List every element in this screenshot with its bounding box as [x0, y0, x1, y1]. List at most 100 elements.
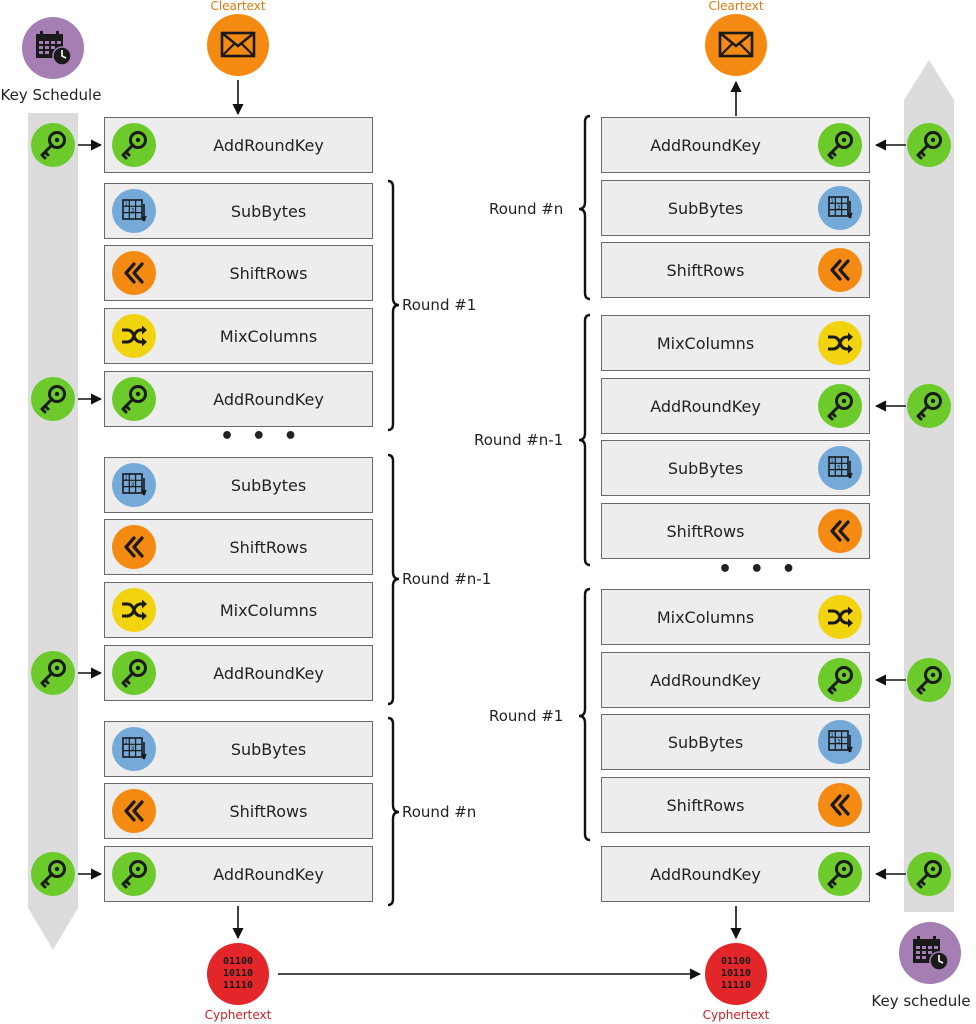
- binary-line: 11110: [222, 980, 254, 991]
- step-label: MixColumns: [656, 607, 755, 627]
- binary-line: 10110: [222, 968, 254, 979]
- decryption-ellipsis: • • •: [718, 557, 801, 582]
- double-chevron-left-icon: [112, 251, 156, 295]
- key-icon: [112, 123, 156, 167]
- key-icon: [31, 651, 75, 695]
- key-icon: [818, 852, 862, 896]
- dec-step-3: MixColumns: [601, 315, 870, 371]
- grid-icon: [818, 186, 862, 230]
- enc-step-6: ShiftRows: [104, 519, 373, 575]
- key-icon: [818, 658, 862, 702]
- shuffle-icon: [818, 321, 862, 365]
- enc-step-9: SubBytes: [104, 721, 373, 777]
- step-label: SubBytes: [667, 198, 744, 218]
- enc-step-1: SubBytes: [104, 183, 373, 239]
- dec-step-9: SubBytes: [601, 714, 870, 770]
- encryption-key-band: [28, 113, 78, 950]
- step-label: AddRoundKey: [650, 670, 761, 690]
- step-label: AddRoundKey: [650, 864, 761, 884]
- grid-icon: [112, 189, 156, 233]
- grid-icon: [818, 446, 862, 490]
- decryption-cleartext-envelope-icon: [705, 14, 767, 76]
- enc-step-10: ShiftRows: [104, 783, 373, 839]
- dec-step-7: MixColumns: [601, 589, 870, 645]
- double-chevron-left-icon: [818, 783, 862, 827]
- step-label: SubBytes: [230, 475, 307, 495]
- double-chevron-left-icon: [818, 509, 862, 553]
- step-label: AddRoundKey: [213, 663, 324, 683]
- enc-step-7: MixColumns: [104, 582, 373, 638]
- enc-step-11: AddRoundKey: [104, 846, 373, 902]
- grid-icon: [112, 727, 156, 771]
- dec-step-2: ShiftRows: [601, 242, 870, 298]
- double-chevron-left-icon: [112, 789, 156, 833]
- grid-icon: [818, 720, 862, 764]
- step-label: MixColumns: [219, 326, 318, 346]
- step-label: AddRoundKey: [650, 396, 761, 416]
- dec-step-10: ShiftRows: [601, 777, 870, 833]
- enc-step-3: MixColumns: [104, 308, 373, 364]
- shuffle-icon: [112, 588, 156, 632]
- step-label: ShiftRows: [666, 521, 745, 541]
- enc-round-label-2: Round #n-1: [402, 570, 492, 588]
- step-label: SubBytes: [230, 201, 307, 221]
- decryption-key-schedule-label: Key schedule: [871, 992, 971, 1010]
- key-icon: [31, 852, 75, 896]
- decryption-cyphertext-binary-icon: 01100 10110 11110: [705, 943, 767, 1005]
- key-icon: [112, 377, 156, 421]
- encryption-key-schedule-icon: [22, 17, 84, 79]
- enc-step-4: AddRoundKey: [104, 371, 373, 427]
- enc-step-2: ShiftRows: [104, 245, 373, 301]
- key-icon: [31, 377, 75, 421]
- binary-line: 11110: [720, 980, 752, 991]
- dec-step-6: ShiftRows: [601, 503, 870, 559]
- encryption-key-schedule-label: Key Schedule: [0, 86, 102, 104]
- binary-line: 10110: [720, 968, 752, 979]
- shuffle-icon: [818, 595, 862, 639]
- key-icon: [818, 123, 862, 167]
- dec-step-4: AddRoundKey: [601, 378, 870, 434]
- encryption-cyphertext-label: Cyphertext: [204, 1008, 272, 1022]
- dec-step-0: AddRoundKey: [601, 117, 870, 173]
- enc-round-label-3: Round #n: [402, 803, 477, 821]
- step-label: ShiftRows: [666, 795, 745, 815]
- step-label: AddRoundKey: [213, 135, 324, 155]
- step-label: AddRoundKey: [650, 135, 761, 155]
- dec-step-1: SubBytes: [601, 180, 870, 236]
- encryption-cleartext-label: Cleartext: [210, 0, 266, 13]
- binary-line: 01100: [222, 956, 254, 967]
- enc-step-0: AddRoundKey: [104, 117, 373, 173]
- dec-round-label-2: Round #n-1: [474, 431, 564, 449]
- step-label: MixColumns: [219, 600, 318, 620]
- grid-icon: [112, 463, 156, 507]
- step-label: ShiftRows: [666, 260, 745, 280]
- key-icon: [907, 384, 951, 428]
- step-label: AddRoundKey: [213, 389, 324, 409]
- key-icon: [907, 658, 951, 702]
- step-label: SubBytes: [667, 732, 744, 752]
- enc-round-label-1: Round #1: [402, 296, 477, 314]
- key-icon: [907, 852, 951, 896]
- key-icon: [31, 123, 75, 167]
- double-chevron-left-icon: [112, 525, 156, 569]
- shuffle-icon: [112, 314, 156, 358]
- step-label: MixColumns: [656, 333, 755, 353]
- dec-step-11: AddRoundKey: [601, 846, 870, 902]
- enc-step-8: AddRoundKey: [104, 645, 373, 701]
- dec-step-5: SubBytes: [601, 440, 870, 496]
- dec-round-label-3: Round #1: [489, 707, 564, 725]
- step-label: SubBytes: [230, 739, 307, 759]
- enc-step-5: SubBytes: [104, 457, 373, 513]
- binary-line: 01100: [720, 956, 752, 967]
- key-icon: [112, 852, 156, 896]
- step-label: ShiftRows: [229, 537, 308, 557]
- step-label: AddRoundKey: [213, 864, 324, 884]
- double-chevron-left-icon: [818, 248, 862, 292]
- encryption-cleartext-envelope-icon: [207, 14, 269, 76]
- dec-round-label-1: Round #n: [489, 200, 564, 218]
- decryption-key-schedule-icon: [899, 922, 961, 984]
- step-label: ShiftRows: [229, 801, 308, 821]
- decryption-key-band: [904, 60, 954, 912]
